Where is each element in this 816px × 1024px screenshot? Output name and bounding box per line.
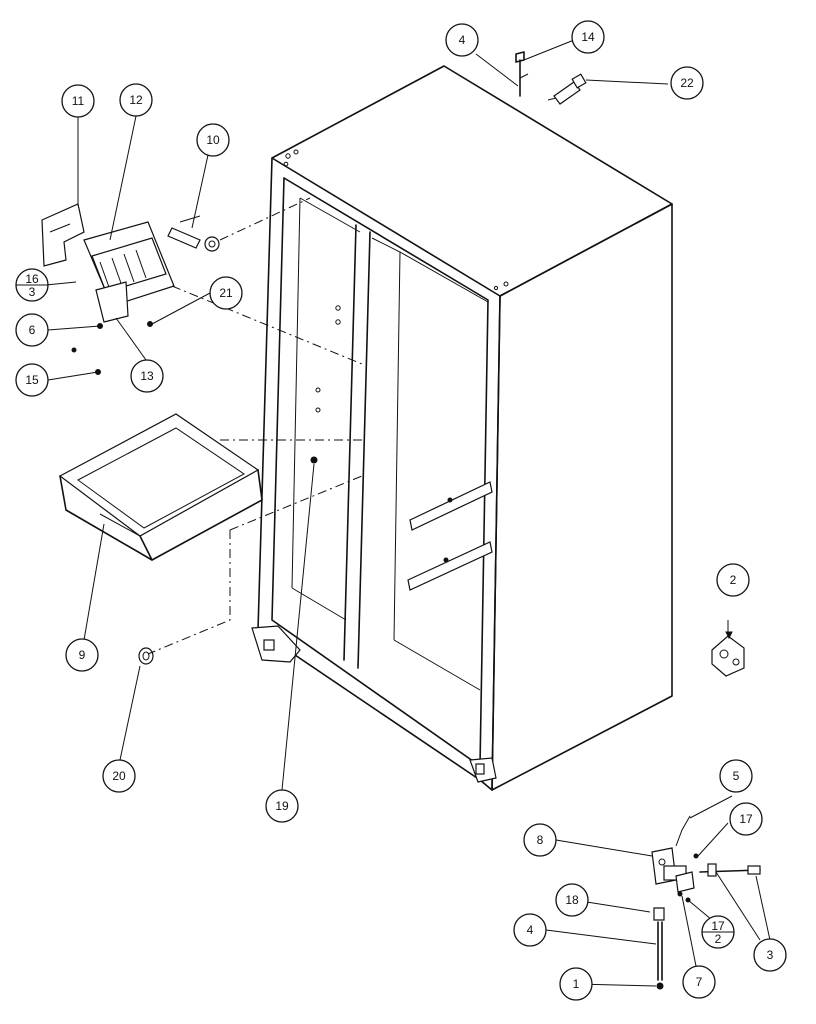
callout-14: 14	[571, 20, 605, 54]
callout-label: 18	[565, 893, 579, 907]
callout-circle	[513, 913, 547, 947]
callout-12: 12	[119, 83, 153, 117]
callout-circle	[196, 123, 230, 157]
callout-label: 8	[537, 833, 544, 847]
callout-circle	[670, 66, 704, 100]
callout-circle	[719, 759, 753, 793]
callout-label: 7	[696, 975, 703, 989]
callout-18: 18	[555, 883, 589, 917]
callout-11: 11	[61, 84, 95, 118]
callout-label: 20	[112, 769, 126, 783]
callout-4top: 4	[445, 23, 479, 57]
callout-circle	[716, 563, 750, 597]
callout-circle	[445, 23, 479, 57]
callout-label: 21	[219, 286, 233, 300]
part-2-valve	[711, 620, 745, 677]
callout-circle	[65, 638, 99, 672]
callout-17b: 172	[701, 915, 735, 949]
fitting-22	[547, 73, 587, 105]
callout-3: 3	[753, 938, 787, 972]
callout-16: 163	[15, 268, 49, 302]
callout-label: 12	[129, 93, 143, 107]
callout-label-top: 16	[25, 272, 39, 286]
water-valve-assembly	[651, 815, 761, 990]
callout-label: 6	[29, 323, 36, 337]
callout-label-bottom: 3	[29, 285, 36, 299]
callout-circle	[102, 759, 136, 793]
callout-label: 15	[25, 373, 39, 387]
ice-maker-assembly	[41, 203, 220, 375]
callout-4bot: 4	[513, 913, 547, 947]
callout-label: 3	[767, 948, 774, 962]
callout-19: 19	[265, 789, 299, 823]
callout-label: 22	[680, 76, 694, 90]
callout-label: 5	[733, 769, 740, 783]
assembly-center-lines	[147, 197, 363, 655]
callout-label: 1	[573, 977, 580, 991]
callout-label: 19	[275, 799, 289, 813]
callout-10: 10	[196, 123, 230, 157]
callout-15: 15	[15, 363, 49, 397]
callout-17: 17	[729, 802, 763, 836]
leader-lines	[45, 39, 771, 987]
callout-circle	[130, 359, 164, 393]
callout-circle	[753, 938, 787, 972]
callout-8: 8	[523, 823, 557, 857]
callout-1: 1	[559, 967, 593, 1001]
callout-circle	[61, 84, 95, 118]
callout-circle	[559, 967, 593, 1001]
callout-label: 13	[140, 369, 154, 383]
callout-20: 20	[102, 759, 136, 793]
callout-6: 6	[15, 313, 49, 347]
callout-circle	[571, 20, 605, 54]
callout-label: 17	[739, 812, 753, 826]
callout-13: 13	[130, 359, 164, 393]
callout-label-bottom: 2	[715, 932, 722, 946]
callout-22: 22	[670, 66, 704, 100]
callout-label: 10	[206, 133, 220, 147]
callout-circle	[265, 789, 299, 823]
callout-5: 5	[719, 759, 753, 793]
refrigerator-cabinet	[251, 65, 673, 791]
knob-20	[138, 647, 154, 665]
callout-2: 2	[716, 563, 750, 597]
callout-label: 11	[72, 94, 85, 108]
callout-7: 7	[682, 965, 716, 999]
ice-bin	[58, 413, 263, 561]
callout-circle	[15, 313, 49, 347]
callout-label: 2	[730, 573, 737, 587]
callout-circle	[682, 965, 716, 999]
callout-circle	[729, 802, 763, 836]
callout-circle	[523, 823, 557, 857]
callout-label: 4	[459, 33, 466, 47]
callout-21: 21	[209, 276, 243, 310]
callout-label: 9	[79, 648, 86, 662]
callout-circle	[15, 363, 49, 397]
callout-circle	[119, 83, 153, 117]
callout-label: 14	[581, 30, 595, 44]
callout-circle	[209, 276, 243, 310]
callout-9: 9	[65, 638, 99, 672]
callout-label-top: 17	[711, 919, 725, 933]
callout-label: 4	[527, 923, 534, 937]
callout-circle	[555, 883, 589, 917]
